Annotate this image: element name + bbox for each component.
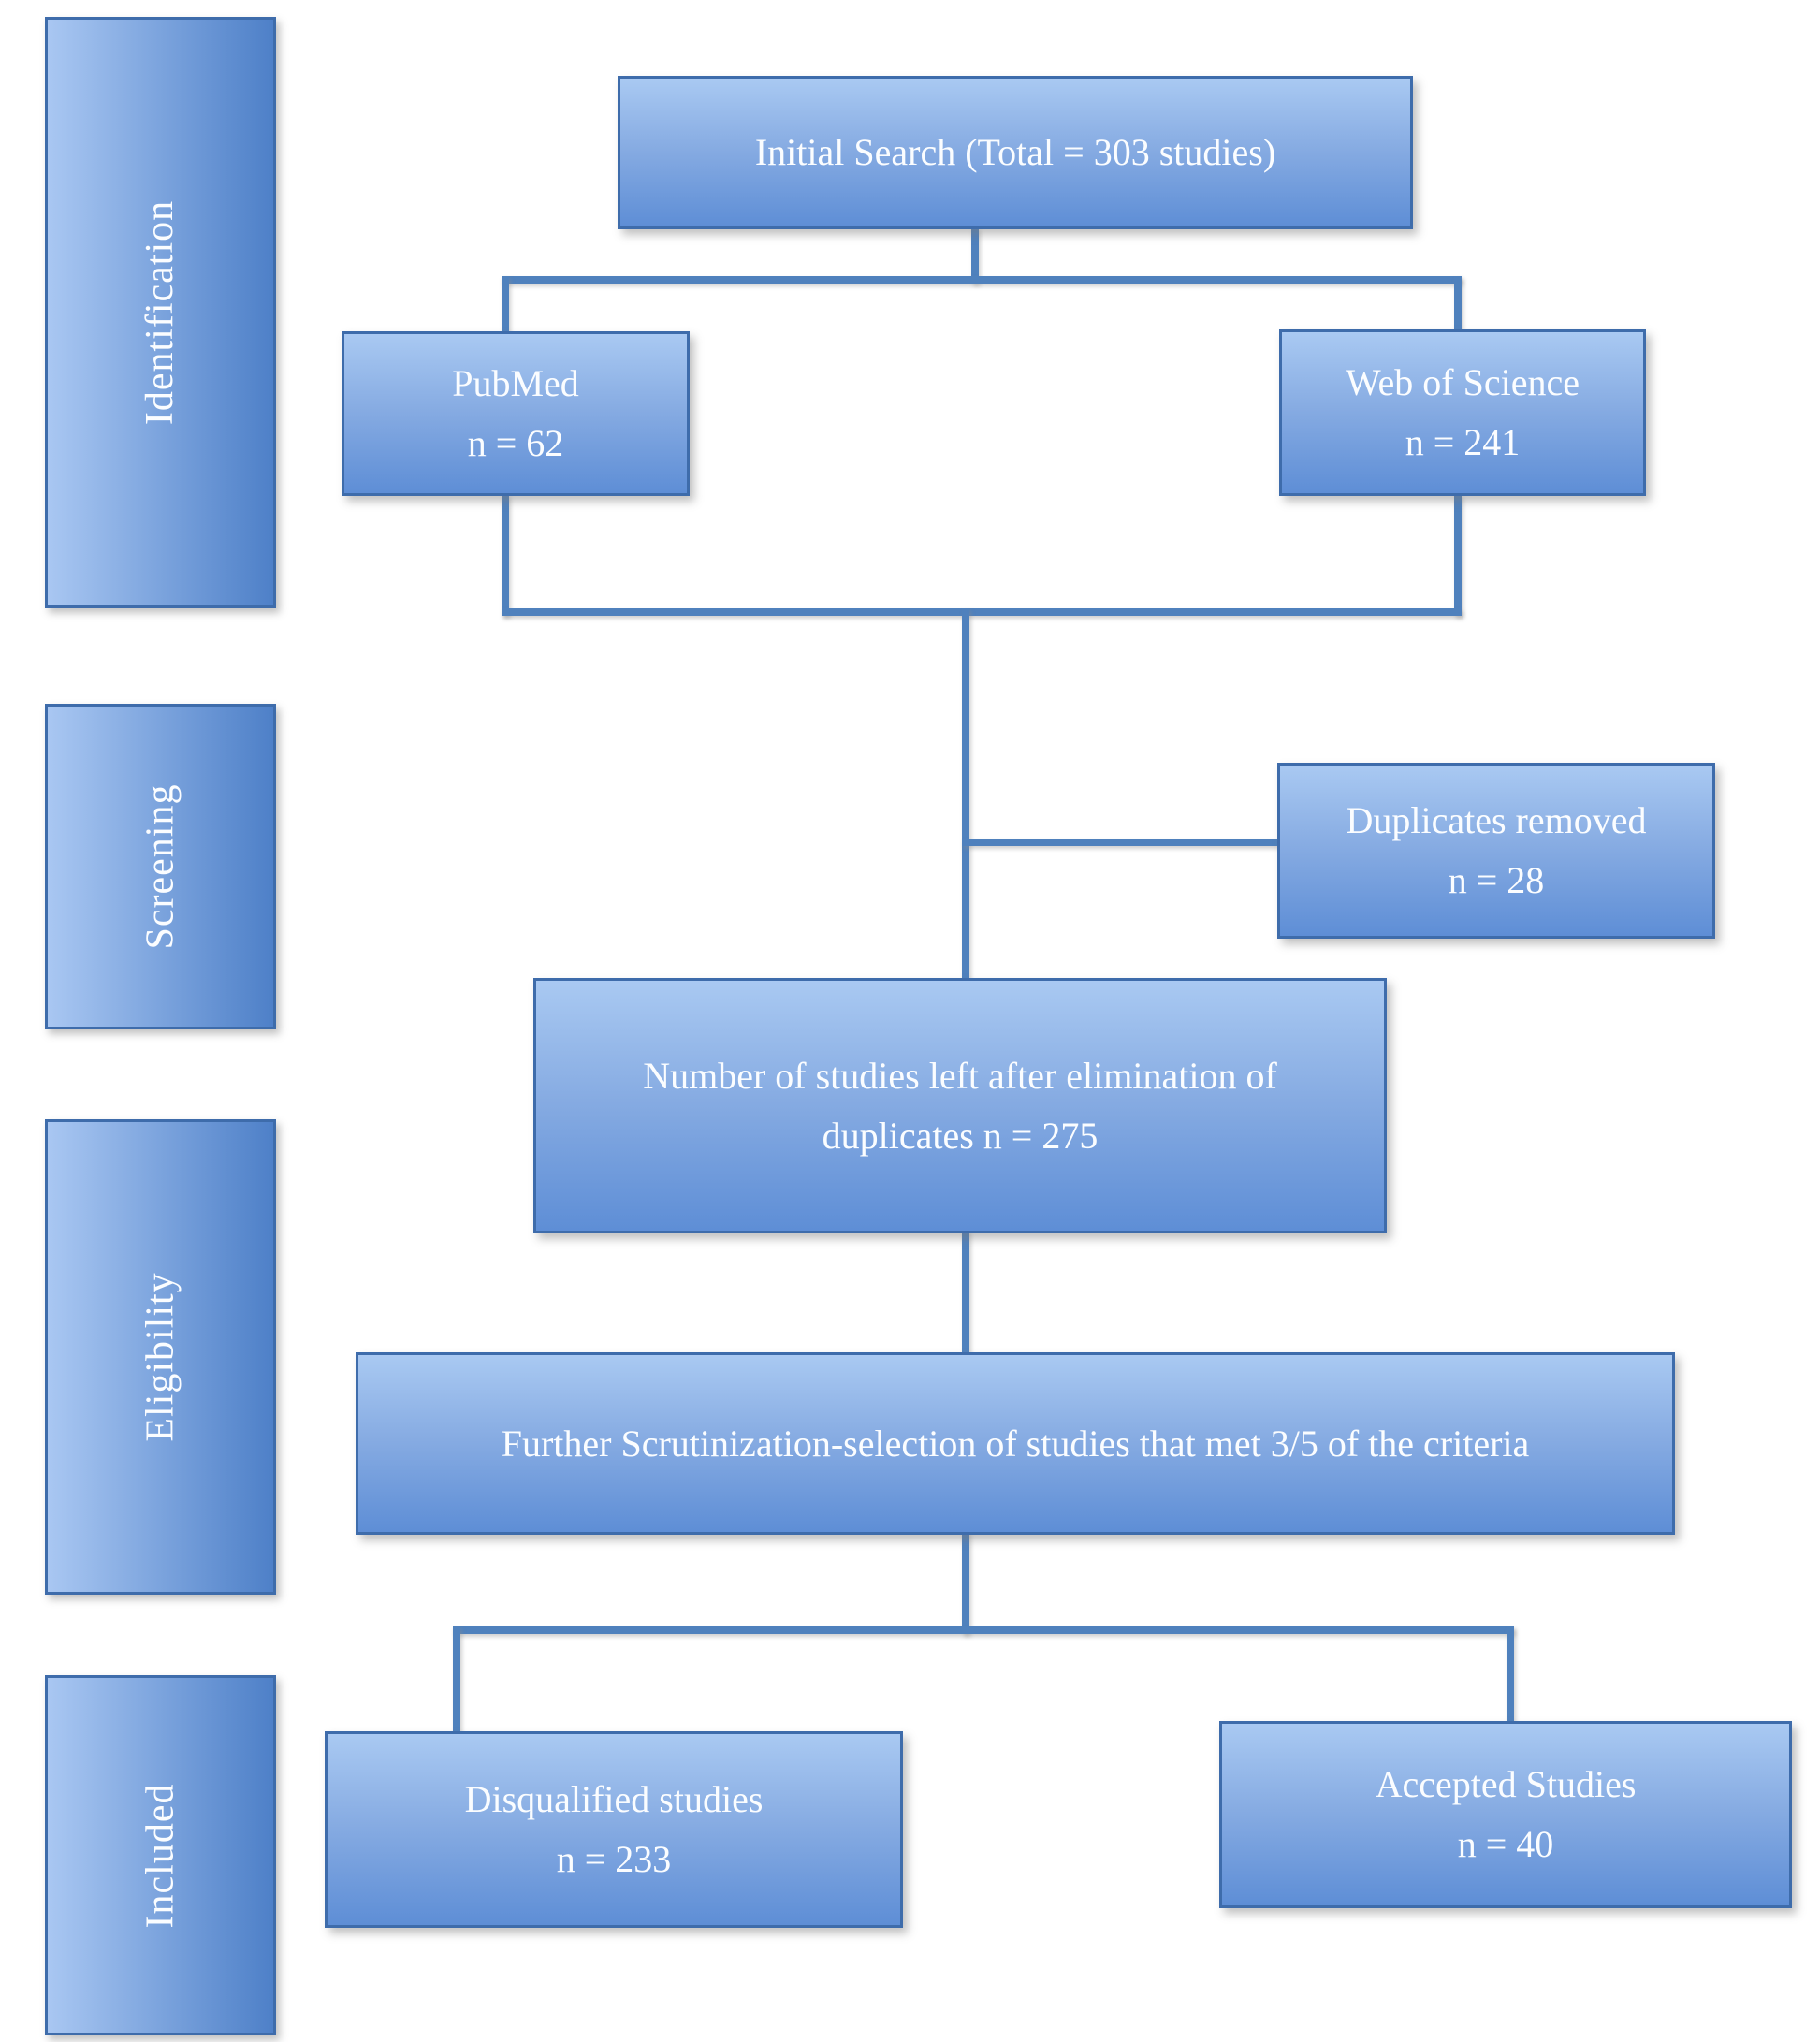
scrutinization-text: Further Scrutinization-selection of stud…	[501, 1422, 1530, 1465]
pubmed-count: n = 62	[467, 422, 564, 464]
connector-duplicates-branch	[962, 839, 1285, 846]
disqualified-text: Disqualified studies	[464, 1778, 764, 1820]
connector-drop-web-of-science	[1454, 276, 1462, 334]
initial-search-text: Initial Search (Total = 303 studies)	[754, 131, 1276, 173]
node-duplicates-removed: Duplicates removed n = 28	[1277, 763, 1715, 939]
connector-initial-stem	[971, 227, 979, 284]
node-accepted-studies: Accepted Studies n = 40	[1219, 1721, 1792, 1908]
stage-label-identification: Identification	[138, 199, 182, 426]
connector-spine-to-after-duplicates	[962, 608, 969, 983]
accepted-count: n = 40	[1457, 1823, 1554, 1865]
connector-merge-horizontal	[502, 608, 1462, 616]
connector-drop-accepted	[1507, 1626, 1514, 1726]
connector-pubmed-down	[502, 494, 509, 616]
accepted-text: Accepted Studies	[1375, 1763, 1637, 1805]
connector-scrutinization-stem	[962, 1531, 969, 1634]
stage-bar-screening: Screening	[45, 704, 276, 1029]
node-pubmed: PubMed n = 62	[342, 331, 690, 496]
disqualified-count: n = 233	[556, 1838, 672, 1880]
web-of-science-count: n = 241	[1405, 421, 1521, 463]
node-after-duplicates: Number of studies left after elimination…	[533, 978, 1387, 1233]
node-initial-search: Initial Search (Total = 303 studies)	[618, 76, 1413, 229]
stage-label-screening: Screening	[138, 783, 182, 950]
connector-spine-to-scrutinization	[962, 1230, 969, 1359]
connector-drop-pubmed	[502, 276, 509, 336]
connector-bottom-horizontal	[453, 1626, 1514, 1634]
stage-bar-eligibility: Eligibility	[45, 1119, 276, 1595]
pubmed-text: PubMed	[452, 362, 579, 404]
connector-split-horizontal	[502, 276, 1462, 284]
stage-label-eligibility: Eligibility	[138, 1272, 182, 1442]
connector-drop-disqualified	[453, 1626, 460, 1737]
node-web-of-science: Web of Science n = 241	[1279, 329, 1646, 496]
stage-bar-identification: Identification	[45, 17, 276, 608]
web-of-science-text: Web of Science	[1346, 361, 1580, 403]
duplicates-removed-text: Duplicates removed	[1346, 799, 1647, 841]
after-duplicates-text: Number of studies left after elimination…	[643, 1054, 1277, 1157]
stage-bar-included: Included	[45, 1675, 276, 2035]
node-scrutinization: Further Scrutinization-selection of stud…	[356, 1352, 1675, 1535]
connector-web-of-science-down	[1454, 494, 1462, 616]
node-disqualified-studies: Disqualified studies n = 233	[325, 1731, 903, 1928]
stage-label-included: Included	[138, 1783, 182, 1928]
duplicates-removed-count: n = 28	[1448, 859, 1545, 901]
